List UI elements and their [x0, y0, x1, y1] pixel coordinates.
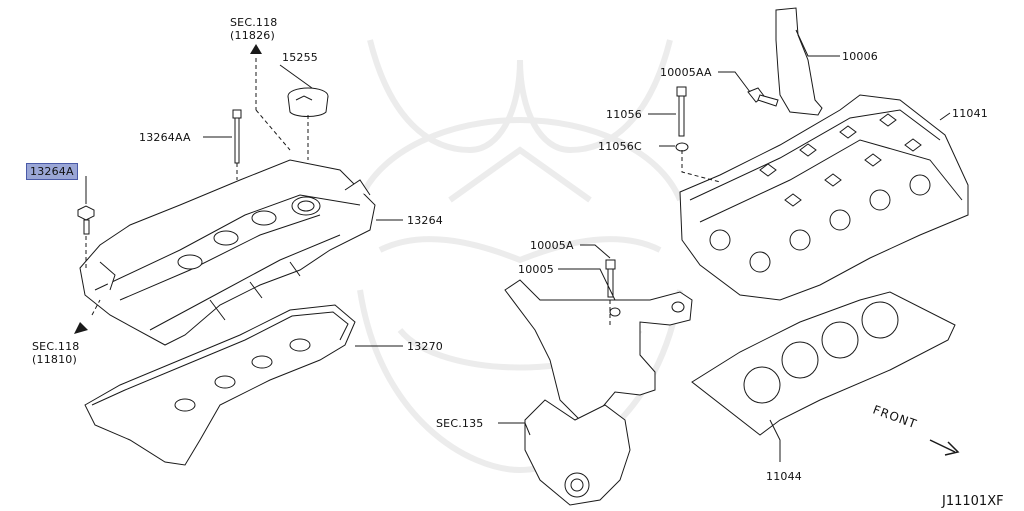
callout-11056[interactable]: 11056 — [606, 108, 642, 121]
front-arrow-icon — [929, 439, 960, 456]
arrow-icons — [74, 44, 262, 334]
samurai-mask-watermark — [357, 39, 683, 474]
callout-sec118-bottom: SEC.118 — [32, 340, 80, 353]
callout-13270[interactable]: 13270 — [407, 340, 443, 353]
callout-10006[interactable]: 10006 — [842, 50, 878, 63]
callout-10005[interactable]: 10005 — [518, 263, 554, 276]
cylinder-head-11041 — [679, 94, 969, 301]
arrow-up-icon — [250, 44, 262, 54]
bolt-11056 — [676, 86, 687, 137]
callout-11056C[interactable]: 11056C — [598, 140, 642, 153]
valve-cover-13264 — [79, 159, 376, 346]
timing-cover-sec135 — [524, 399, 631, 506]
callout-10005A[interactable]: 10005A — [530, 239, 574, 252]
bolt-10005A — [605, 259, 616, 298]
callout-sec118-top: SEC.118 — [230, 16, 278, 29]
callout-11041[interactable]: 11041 — [952, 107, 988, 120]
bolt-13264A — [77, 205, 95, 235]
callout-11044[interactable]: 11044 — [766, 470, 802, 483]
washer-11056C — [675, 142, 689, 152]
oil-filler-cap-15255 — [287, 87, 329, 117]
callout-13264A-selected[interactable]: 13264A — [26, 163, 78, 180]
callout-15255[interactable]: 15255 — [282, 51, 318, 64]
callout-sec118-top-ref: (11826) — [230, 29, 275, 42]
bracket-10006 — [775, 7, 823, 116]
diagram-code: J11101XF — [942, 494, 1004, 509]
callout-sec118-bottom-ref: (11810) — [32, 353, 77, 366]
callout-13264AA[interactable]: 13264AA — [139, 131, 191, 144]
callout-10005AA[interactable]: 10005AA — [660, 66, 712, 79]
arrow-down-left-icon — [74, 322, 88, 334]
valve-cover-gasket-13270 — [84, 304, 356, 466]
bolt-10005AA — [747, 87, 779, 107]
bolt-13264AA — [232, 109, 242, 164]
callout-13264[interactable]: 13264 — [407, 214, 443, 227]
leader-lines — [85, 29, 951, 462]
head-gasket-11044 — [691, 291, 956, 436]
bracket-10005 — [504, 279, 693, 421]
callout-sec135: SEC.135 — [436, 417, 484, 430]
